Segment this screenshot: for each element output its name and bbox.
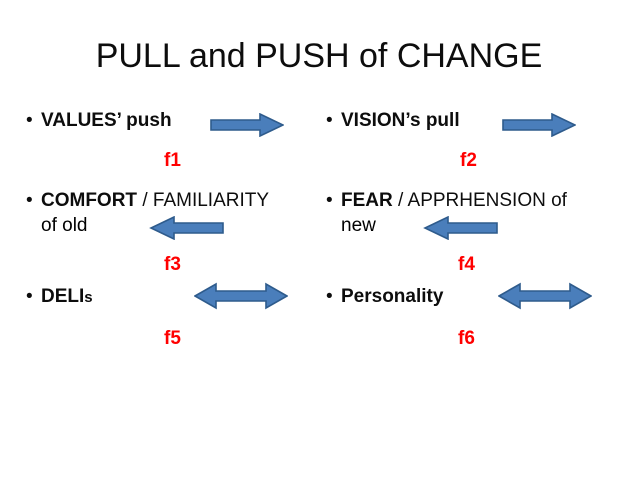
bullet-dot: • <box>26 110 33 131</box>
bullet-text: FEAR / APPRHENSION of <box>341 188 626 213</box>
bullet-text: DELIs <box>41 284 326 310</box>
status-badge: f5 <box>164 328 181 349</box>
bullet-dot: • <box>326 286 333 307</box>
bullet-line: • FEAR / APPRHENSION of <box>326 188 626 213</box>
bullet-normal-text: s <box>84 289 93 306</box>
arrow-right-icon <box>502 113 576 137</box>
list-item: • VALUES’ push f1 <box>26 108 326 188</box>
page-title: PULL and PUSH of CHANGE <box>95 37 543 75</box>
status-badge: f6 <box>458 328 475 349</box>
bullet-strong-text: Personality <box>341 286 444 307</box>
bullet-second-line: of old <box>41 215 88 236</box>
bullet-strong-text: COMFORT <box>41 190 138 211</box>
arrow-left-icon <box>408 216 498 240</box>
bullet-dot: • <box>326 190 333 211</box>
status-badge: f3 <box>164 254 181 275</box>
list-item: • DELIs f5 <box>26 282 326 364</box>
bullet-strong-text: FEAR <box>341 190 393 211</box>
bullet-second-line: new <box>341 215 376 236</box>
right-column: • VISION’s pull f2 • FEAR / APPRHENSION … <box>326 108 626 364</box>
bullet-line: • VISION’s pull <box>326 108 626 133</box>
arrow-double-icon <box>498 282 592 310</box>
bullet-strong-text: VALUES’ push <box>41 110 172 131</box>
list-item: • COMFORT / FAMILIARITY of old f3 <box>26 188 326 284</box>
list-item: • Personality f6 <box>326 282 626 364</box>
bullet-line: • COMFORT / FAMILIARITY <box>26 188 326 213</box>
bullet-line: • VALUES’ push <box>26 108 326 133</box>
arrow-right-icon <box>210 113 284 137</box>
bullet-normal-text: / FAMILIARITY <box>137 190 270 211</box>
bullet-text: Personality <box>341 284 626 309</box>
bullet-dot: • <box>26 286 33 307</box>
bullet-dot: • <box>26 190 33 211</box>
bullet-line: • DELIs <box>26 284 326 310</box>
bullet-text: VISION’s pull <box>341 108 626 133</box>
bullet-normal-text: / APPRHENSION of <box>392 190 567 211</box>
bullet-text: COMFORT / FAMILIARITY <box>41 188 326 213</box>
bullet-text: VALUES’ push <box>41 108 326 133</box>
list-item: • VISION’s pull f2 <box>326 108 626 188</box>
arrow-left-icon <box>134 216 224 240</box>
bullet-line: • Personality <box>326 284 626 309</box>
arrow-double-icon <box>194 282 288 310</box>
status-badge: f2 <box>460 150 477 171</box>
status-badge: f4 <box>458 254 475 275</box>
bullet-strong-text: DELI <box>41 286 85 307</box>
bullet-dot: • <box>326 110 333 131</box>
status-badge: f1 <box>164 150 181 171</box>
left-column: • VALUES’ push f1 • COMFORT / FAMILIARIT… <box>26 108 326 364</box>
bullet-strong-text: VISION’s pull <box>341 110 460 131</box>
list-item: • FEAR / APPRHENSION of new f4 <box>326 188 626 284</box>
